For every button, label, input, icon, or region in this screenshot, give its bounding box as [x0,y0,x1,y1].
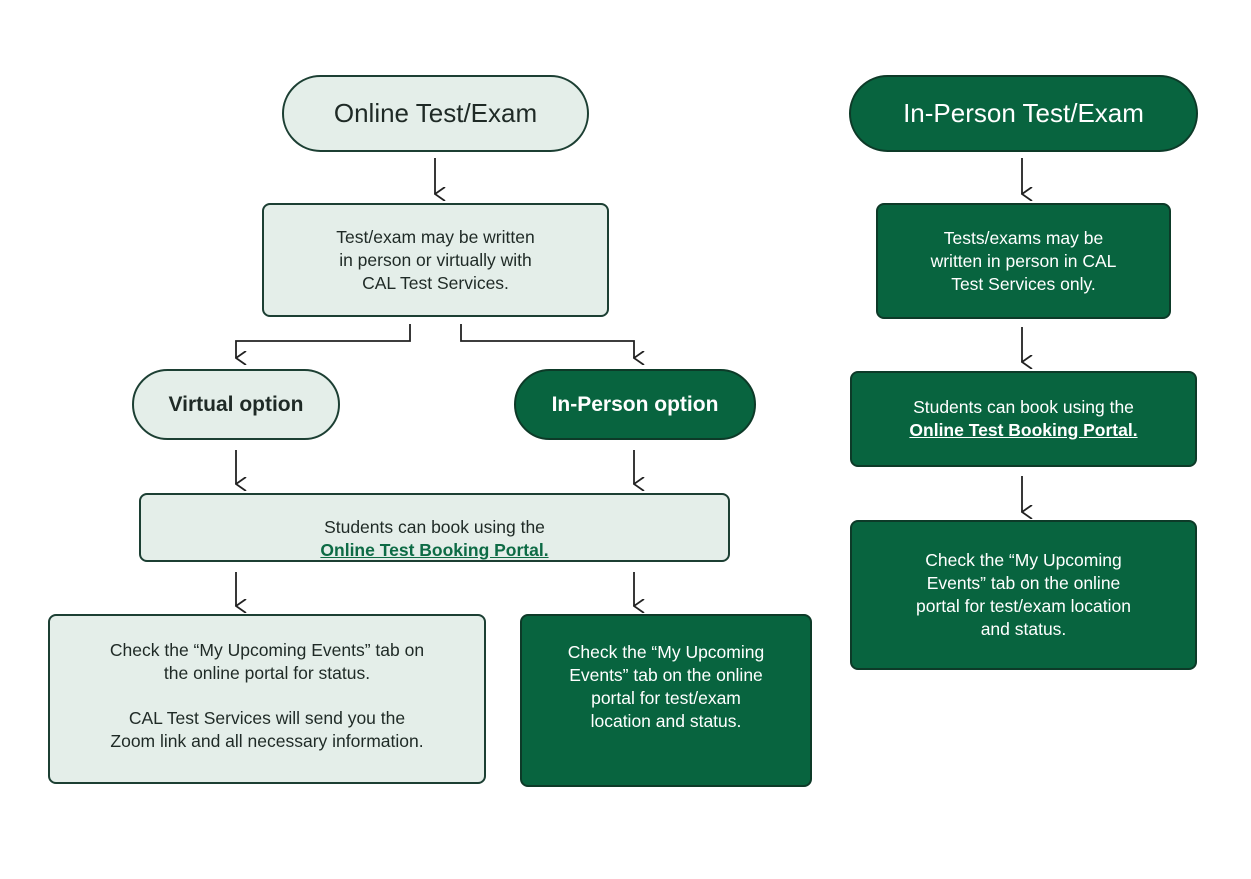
inperson-status-text: Check the “My Upcoming Events” tab on th… [916,550,1131,639]
arrow-intro-to-virtual [236,324,411,358]
inperson-status-box: Check the “My Upcoming Events” tab on th… [850,520,1197,670]
arrow-intro-to-inperson [460,324,634,358]
inperson-test-title-text: In-Person Test/Exam [903,98,1144,128]
inperson-intro-box: Tests/exams may be written in person in … [876,203,1171,319]
inperson-intro-text: Tests/exams may be written in person in … [930,227,1117,294]
online-inperson-status-text: Check the “My Upcoming Events” tab on th… [567,642,765,731]
virtual-status-text-1: Check the “My Upcoming Events” tab on th… [109,640,425,683]
virtual-option-label: Virtual option [168,392,304,416]
online-test-title: Online Test/Exam [282,75,589,152]
virtual-option: Virtual option [132,369,340,440]
virtual-status-text-2: CAL Test Services will send you the Zoom… [110,708,424,751]
inperson-booking-portal-link[interactable]: Online Test Booking Portal. [909,420,1138,440]
online-intro-text: Test/exam may be written in person or vi… [336,226,535,293]
online-inperson-option: In-Person option [514,369,756,440]
online-booking-box: Students can book using the Online Test … [139,493,730,562]
inperson-test-title: In-Person Test/Exam [849,75,1198,152]
virtual-status-box: Check the “My Upcoming Events” tab on th… [48,614,486,784]
online-inperson-status-box: Check the “My Upcoming Events” tab on th… [520,614,812,787]
online-booking-text: Students can book using the Online Test … [320,493,548,562]
online-inperson-option-label: In-Person option [551,392,719,416]
inperson-booking-box: Students can book using the Online Test … [850,371,1197,467]
online-intro-box: Test/exam may be written in person or vi… [262,203,609,317]
online-booking-portal-link[interactable]: Online Test Booking Portal. [320,540,549,560]
online-test-title-text: Online Test/Exam [333,98,538,128]
inperson-booking-prefix: Students can book using the [913,397,1134,417]
online-booking-prefix: Students can book using the [324,517,545,537]
